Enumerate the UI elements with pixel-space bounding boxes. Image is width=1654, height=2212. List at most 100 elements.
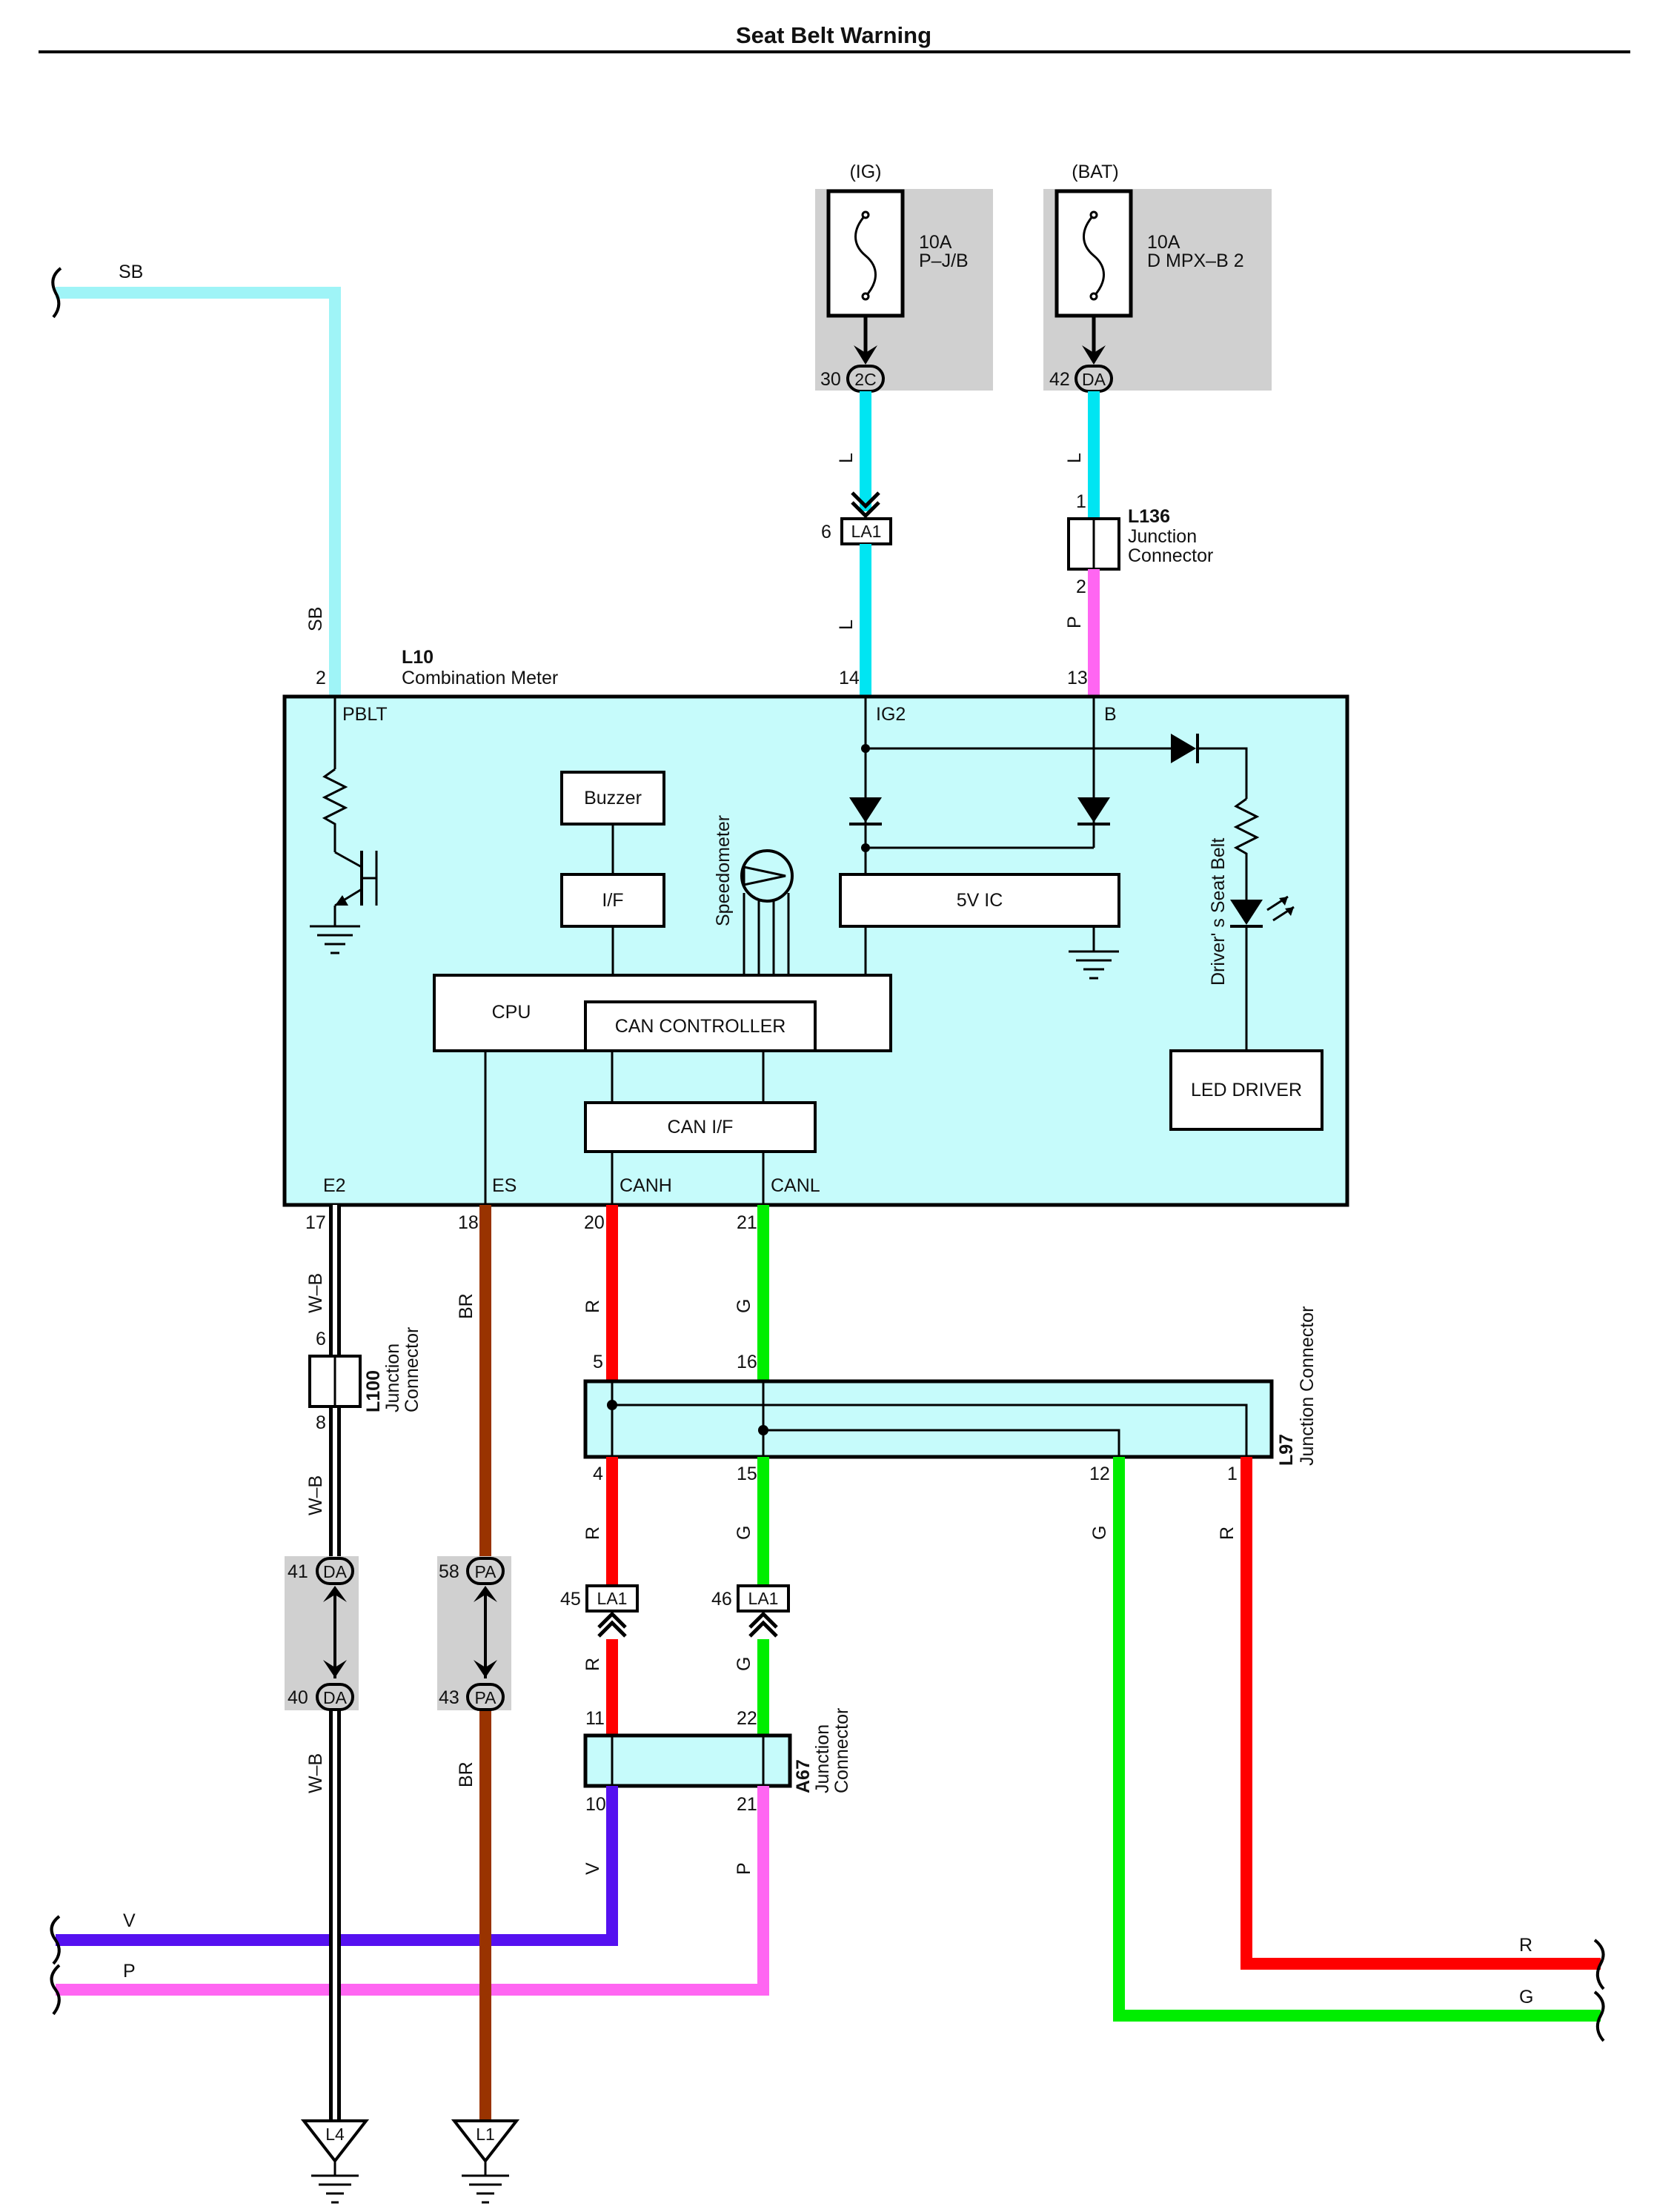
svg-text:P: P: [734, 1862, 754, 1875]
svg-text:W–B: W–B: [305, 1273, 326, 1313]
svg-text:G: G: [734, 1299, 754, 1313]
ic5v-block: [839, 873, 1120, 928]
svg-text:18: 18: [458, 1212, 479, 1233]
connector-a67: [583, 1733, 792, 1788]
wire-label-p-b: P: [1064, 616, 1085, 628]
led-icon: [1230, 900, 1263, 925]
ground-icon: L1: [451, 2119, 520, 2204]
svg-text:R: R: [582, 1300, 603, 1313]
wire-r-right: [1240, 1457, 1601, 1970]
diode-icon: [1077, 797, 1110, 823]
ground-icon: [310, 925, 360, 954]
fuse-ig-element: [854, 213, 877, 298]
svg-text:L97: L97: [1276, 1434, 1297, 1466]
chevron-down-icon: [851, 491, 880, 519]
svg-text:V: V: [582, 1862, 603, 1875]
speedometer-label: Speedometer: [713, 815, 734, 926]
svg-text:Connector: Connector: [831, 1708, 852, 1793]
svg-text:R: R: [582, 1658, 603, 1671]
diode-icon: [1171, 734, 1196, 763]
svg-text:LA1: LA1: [748, 1589, 779, 1608]
wire-sb: [56, 287, 341, 697]
svg-text:L4: L4: [325, 2125, 345, 2144]
svg-text:Buzzer: Buzzer: [584, 788, 642, 808]
svg-text:PBLT: PBLT: [342, 704, 388, 725]
svg-text:15: 15: [737, 1464, 757, 1484]
svg-text:Junction: Junction: [812, 1724, 833, 1793]
wire-g-right: [1113, 1457, 1601, 2022]
meter-code: L10: [402, 647, 434, 668]
svg-text:L1: L1: [476, 2125, 495, 2144]
svg-text:22: 22: [737, 1708, 757, 1729]
resistor-icon: [322, 768, 348, 852]
meter-name: Combination Meter: [402, 668, 558, 688]
svg-text:CAN I/F: CAN I/F: [668, 1117, 734, 1137]
wire-break-left: [50, 1964, 61, 2016]
svg-text:B: B: [1104, 704, 1117, 725]
svg-text:41: 41: [288, 1561, 308, 1582]
svg-text:6: 6: [316, 1329, 326, 1349]
fuse-ig-label: (IG): [849, 162, 881, 182]
arrow-down-icon: [854, 345, 877, 365]
led-driver-block: [1169, 1049, 1323, 1131]
svg-text:14: 14: [839, 668, 860, 688]
svg-text:DA: DA: [323, 1688, 348, 1707]
chevron-up-icon: [748, 1611, 778, 1638]
svg-text:P: P: [123, 1961, 136, 1982]
resistor-icon: [1233, 797, 1260, 900]
svg-text:DA: DA: [1082, 370, 1106, 389]
svg-text:LED DRIVER: LED DRIVER: [1191, 1080, 1302, 1100]
svg-text:5: 5: [593, 1352, 603, 1372]
svg-text:2: 2: [316, 668, 326, 688]
wire-label-l3: L: [1064, 453, 1085, 463]
svg-text:45: 45: [560, 1589, 581, 1610]
svg-text:L136: L136: [1128, 506, 1170, 527]
wire-p: [56, 1786, 769, 1996]
fuse-bat-element: [1083, 213, 1105, 298]
ground-icon: [1069, 950, 1119, 980]
arrow-down-icon: [474, 1660, 497, 1678]
page-title: Seat Belt Warning: [736, 22, 931, 48]
wire-label-sb: SB: [119, 262, 143, 282]
wire-break-right: [1593, 1990, 1605, 2042]
svg-text:L100: L100: [363, 1370, 384, 1412]
svg-text:Connector: Connector: [1128, 545, 1213, 566]
svg-text:BR: BR: [456, 1293, 476, 1319]
connector-l97: [583, 1379, 1274, 1459]
svg-text:CAN CONTROLLER: CAN CONTROLLER: [615, 1016, 786, 1037]
fuse-bat-rating: 10A: [1147, 232, 1180, 253]
svg-text:BR: BR: [456, 1761, 476, 1787]
svg-text:2: 2: [1076, 577, 1086, 597]
svg-text:8: 8: [316, 1412, 326, 1433]
svg-text:13: 13: [1067, 668, 1088, 688]
svg-text:G: G: [1089, 1526, 1110, 1540]
wire-label-l1: L: [836, 453, 857, 463]
chevron-up-icon: [597, 1611, 627, 1638]
svg-text:CANL: CANL: [771, 1175, 820, 1196]
speedometer-icon: [740, 849, 794, 903]
diode-icon: [849, 797, 882, 823]
connector-la1-g: [737, 1584, 790, 1612]
connector-la1-top: [840, 517, 892, 545]
svg-text:5V IC: 5V IC: [957, 890, 1003, 911]
svg-text:16: 16: [737, 1352, 757, 1372]
svg-text:CPU: CPU: [492, 1002, 531, 1023]
svg-text:G: G: [734, 1526, 754, 1540]
svg-text:PA: PA: [475, 1562, 497, 1581]
svg-text:LA1: LA1: [597, 1589, 628, 1608]
svg-text:1: 1: [1227, 1464, 1238, 1484]
svg-text:G: G: [734, 1657, 754, 1671]
svg-text:G: G: [1519, 1987, 1533, 2007]
svg-text:R: R: [1519, 1935, 1532, 1956]
can-controller-block: [584, 1000, 817, 1052]
svg-text:Junction Connector: Junction Connector: [1297, 1306, 1318, 1466]
wire-break-left: [51, 267, 62, 319]
svg-text:2C: 2C: [854, 370, 876, 389]
fuse-ig-rating: 10A: [919, 232, 952, 253]
svg-text:Junction: Junction: [1128, 526, 1197, 547]
svg-text:PA: PA: [475, 1688, 497, 1707]
svg-text:10: 10: [585, 1794, 606, 1815]
fuse-bat-pin: 42: [1049, 369, 1070, 390]
svg-text:I/F: I/F: [602, 890, 623, 911]
svg-text:DA: DA: [323, 1562, 348, 1581]
